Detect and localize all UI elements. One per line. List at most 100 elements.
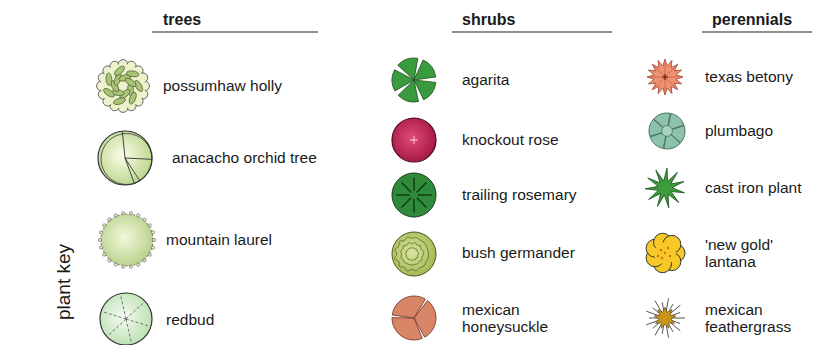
symbol-stroke (406, 248, 419, 261)
symbol-stroke (664, 252, 666, 254)
plant-symbol (647, 59, 683, 95)
symbol-stroke (645, 168, 684, 208)
symbol-stroke (126, 319, 131, 342)
symbol-stroke (402, 198, 412, 208)
symbol-stroke (124, 76, 138, 88)
symbol-stroke (152, 238, 155, 241)
symbol-stroke (103, 224, 106, 227)
symbol-stroke (151, 246, 154, 249)
plant-name: bush germander (462, 244, 575, 261)
wedge (392, 318, 422, 340)
underline (702, 31, 812, 32)
plant-name: mexican honeysuckle (462, 301, 562, 335)
symbol-stroke (108, 259, 111, 262)
symbol-stroke (647, 59, 683, 95)
symbol-stroke (106, 73, 113, 86)
symbol-stroke (654, 242, 676, 264)
plant-symbol (646, 298, 685, 337)
plant-name: agarita (462, 71, 509, 88)
symbol-stroke (122, 265, 125, 268)
symbol-stroke (99, 231, 102, 234)
plant-symbol (100, 293, 152, 345)
plant-symbol (649, 113, 685, 149)
symbol-stroke (661, 257, 663, 259)
symbol-stroke (669, 255, 671, 257)
symbol-stroke (148, 224, 151, 227)
symbol-stroke (654, 307, 676, 328)
plant-symbol (97, 60, 150, 113)
symbol-stroke (137, 263, 140, 266)
symbol-stroke (114, 263, 117, 266)
plant-name: trailing rosemary (462, 186, 577, 203)
symbol-stroke (137, 214, 140, 217)
symbol-stroke (126, 70, 139, 78)
plant-name: plumbago (705, 122, 773, 139)
symbol-stroke (143, 259, 146, 262)
column-heading: shrubs (462, 11, 515, 29)
symbol-stroke (148, 253, 151, 256)
symbol-stroke (109, 319, 126, 335)
symbol-stroke (657, 255, 659, 257)
plant-name: 'new gold' lantana (705, 236, 800, 270)
heading-underlines (152, 31, 812, 32)
symbol-stroke (129, 265, 132, 268)
symbol-stroke (413, 177, 414, 191)
symbol-stroke (667, 247, 669, 249)
plant-name: cast iron plant (705, 179, 802, 196)
symbol-stroke (101, 64, 145, 108)
symbol-stroke (660, 249, 662, 251)
symbol-stroke (143, 218, 146, 221)
symbol-stroke (98, 238, 101, 241)
plant-name: mexican feathergrass (705, 301, 805, 335)
symbol-stroke (665, 67, 675, 77)
symbol-stroke (392, 232, 436, 276)
plant-name: mountain laurel (166, 231, 272, 248)
plant-symbol (98, 212, 155, 269)
symbol-stroke (100, 293, 152, 345)
symbol-stroke (655, 77, 665, 87)
symbol-stroke (125, 158, 152, 159)
symbol-stroke (392, 118, 436, 162)
symbol-stroke (129, 212, 132, 215)
symbol-stroke (125, 158, 134, 184)
center-mark (662, 74, 668, 80)
column-heading: perennials (712, 11, 792, 29)
symbol-stroke (417, 198, 427, 208)
wedge (392, 296, 425, 318)
symbol-stroke (418, 194, 432, 195)
plant-symbol (392, 173, 436, 217)
symbol-stroke (122, 131, 125, 158)
symbol-stroke (395, 237, 429, 271)
underline (452, 31, 612, 32)
symbol-stroke (113, 97, 127, 106)
center-mark (410, 136, 418, 144)
symbol-stroke (121, 296, 126, 319)
plant-symbol (98, 131, 152, 185)
plant-name: anacacho orchid tree (172, 149, 317, 166)
plant-symbol (392, 296, 436, 340)
plant-symbol (392, 232, 436, 276)
symbol-stroke (101, 134, 152, 185)
symbol-stroke (126, 303, 143, 319)
symbol-stroke (655, 67, 665, 77)
key-title: plant key (54, 244, 75, 320)
symbol-stroke (392, 173, 436, 217)
plant-symbol (646, 233, 685, 272)
underline (152, 31, 318, 32)
symbol-stroke (108, 218, 111, 221)
symbol-stroke (417, 183, 427, 193)
wedge (398, 58, 418, 80)
plant-symbol (392, 118, 436, 162)
symbol-stroke (402, 183, 412, 193)
plant-symbol (645, 168, 684, 208)
plant-name: possumhaw holly (163, 77, 282, 94)
plant-name: knockout rose (462, 131, 559, 148)
plant-name: texas betony (705, 68, 793, 85)
symbol-stroke (413, 199, 414, 213)
symbol-stroke (101, 214, 153, 266)
plant-symbols (97, 58, 685, 345)
symbol-stroke (104, 312, 126, 319)
column-heading: trees (163, 11, 201, 29)
